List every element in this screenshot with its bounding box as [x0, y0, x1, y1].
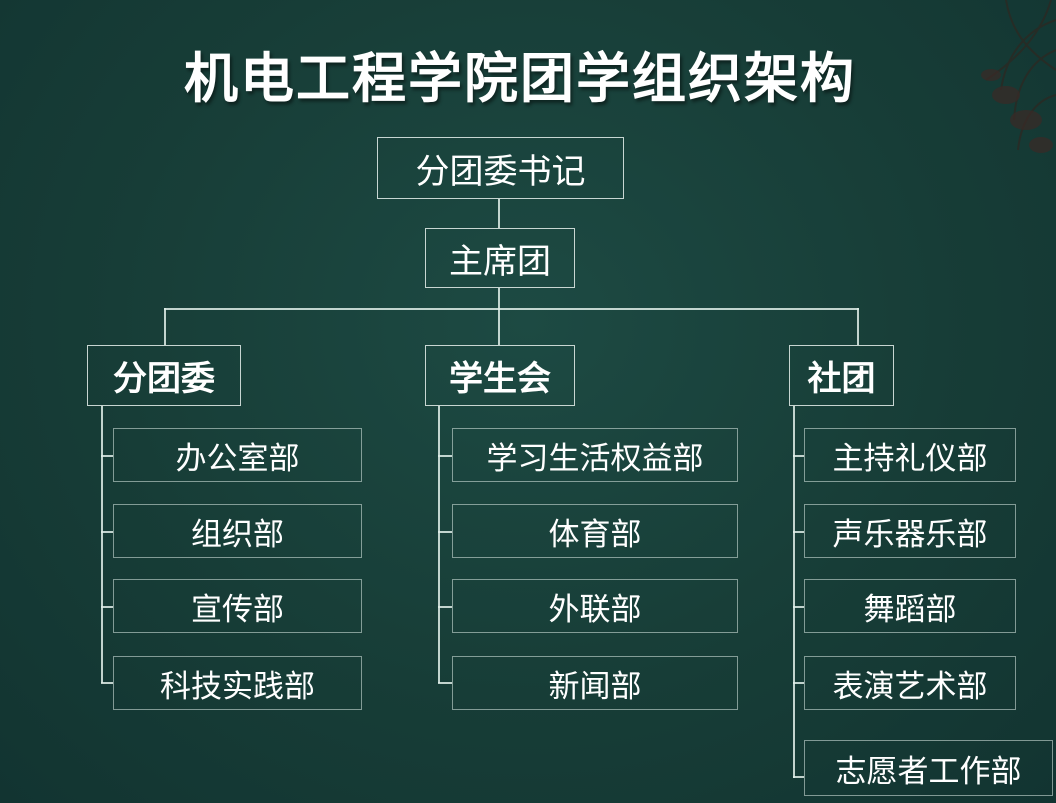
dept-tech-practice[interactable]: 科技实践部: [113, 656, 362, 710]
connector-line: [101, 406, 103, 683]
connector-line: [793, 531, 804, 533]
connector-line: [438, 455, 452, 457]
page-title: 机电工程学院团学组织架构: [184, 47, 856, 110]
connector-line: [438, 406, 440, 683]
dept-external-relations[interactable]: 外联部: [452, 579, 738, 633]
connector-line: [793, 406, 795, 778]
connector-line: [101, 455, 113, 457]
connector-line: [793, 682, 804, 684]
dept-volunteer[interactable]: 志愿者工作部: [804, 740, 1053, 796]
connector-line: [793, 776, 804, 778]
connector-line: [164, 308, 166, 345]
branch-student-union[interactable]: 学生会: [425, 345, 575, 406]
dept-office[interactable]: 办公室部: [113, 428, 362, 482]
connector-line: [101, 682, 113, 684]
connector-line: [101, 606, 113, 608]
dept-hosting-etiquette[interactable]: 主持礼仪部: [804, 428, 1016, 482]
branch-clubs[interactable]: 社团: [789, 345, 894, 406]
connector-line: [857, 308, 859, 345]
dept-publicity[interactable]: 宣传部: [113, 579, 362, 633]
dept-news[interactable]: 新闻部: [452, 656, 738, 710]
dept-study-life-rights[interactable]: 学习生活权益部: [452, 428, 738, 482]
node-secretary[interactable]: 分团委书记: [377, 137, 624, 199]
dept-performing-arts[interactable]: 表演艺术部: [804, 656, 1016, 710]
connector-line: [498, 199, 500, 228]
connector-line: [438, 682, 452, 684]
branch-youth-league[interactable]: 分团委: [87, 345, 241, 406]
connector-line: [498, 288, 500, 345]
node-presidium[interactable]: 主席团: [425, 228, 575, 288]
dept-sports[interactable]: 体育部: [452, 504, 738, 558]
decorative-foliage-image: [981, 0, 1056, 153]
connector-line: [793, 455, 804, 457]
connector-line: [793, 606, 804, 608]
connector-line: [438, 531, 452, 533]
dept-organization[interactable]: 组织部: [113, 504, 362, 558]
connector-line: [164, 308, 859, 310]
dept-vocal-instrumental[interactable]: 声乐器乐部: [804, 504, 1016, 558]
connector-line: [438, 606, 452, 608]
connector-line: [101, 531, 113, 533]
dept-dance[interactable]: 舞蹈部: [804, 579, 1016, 633]
